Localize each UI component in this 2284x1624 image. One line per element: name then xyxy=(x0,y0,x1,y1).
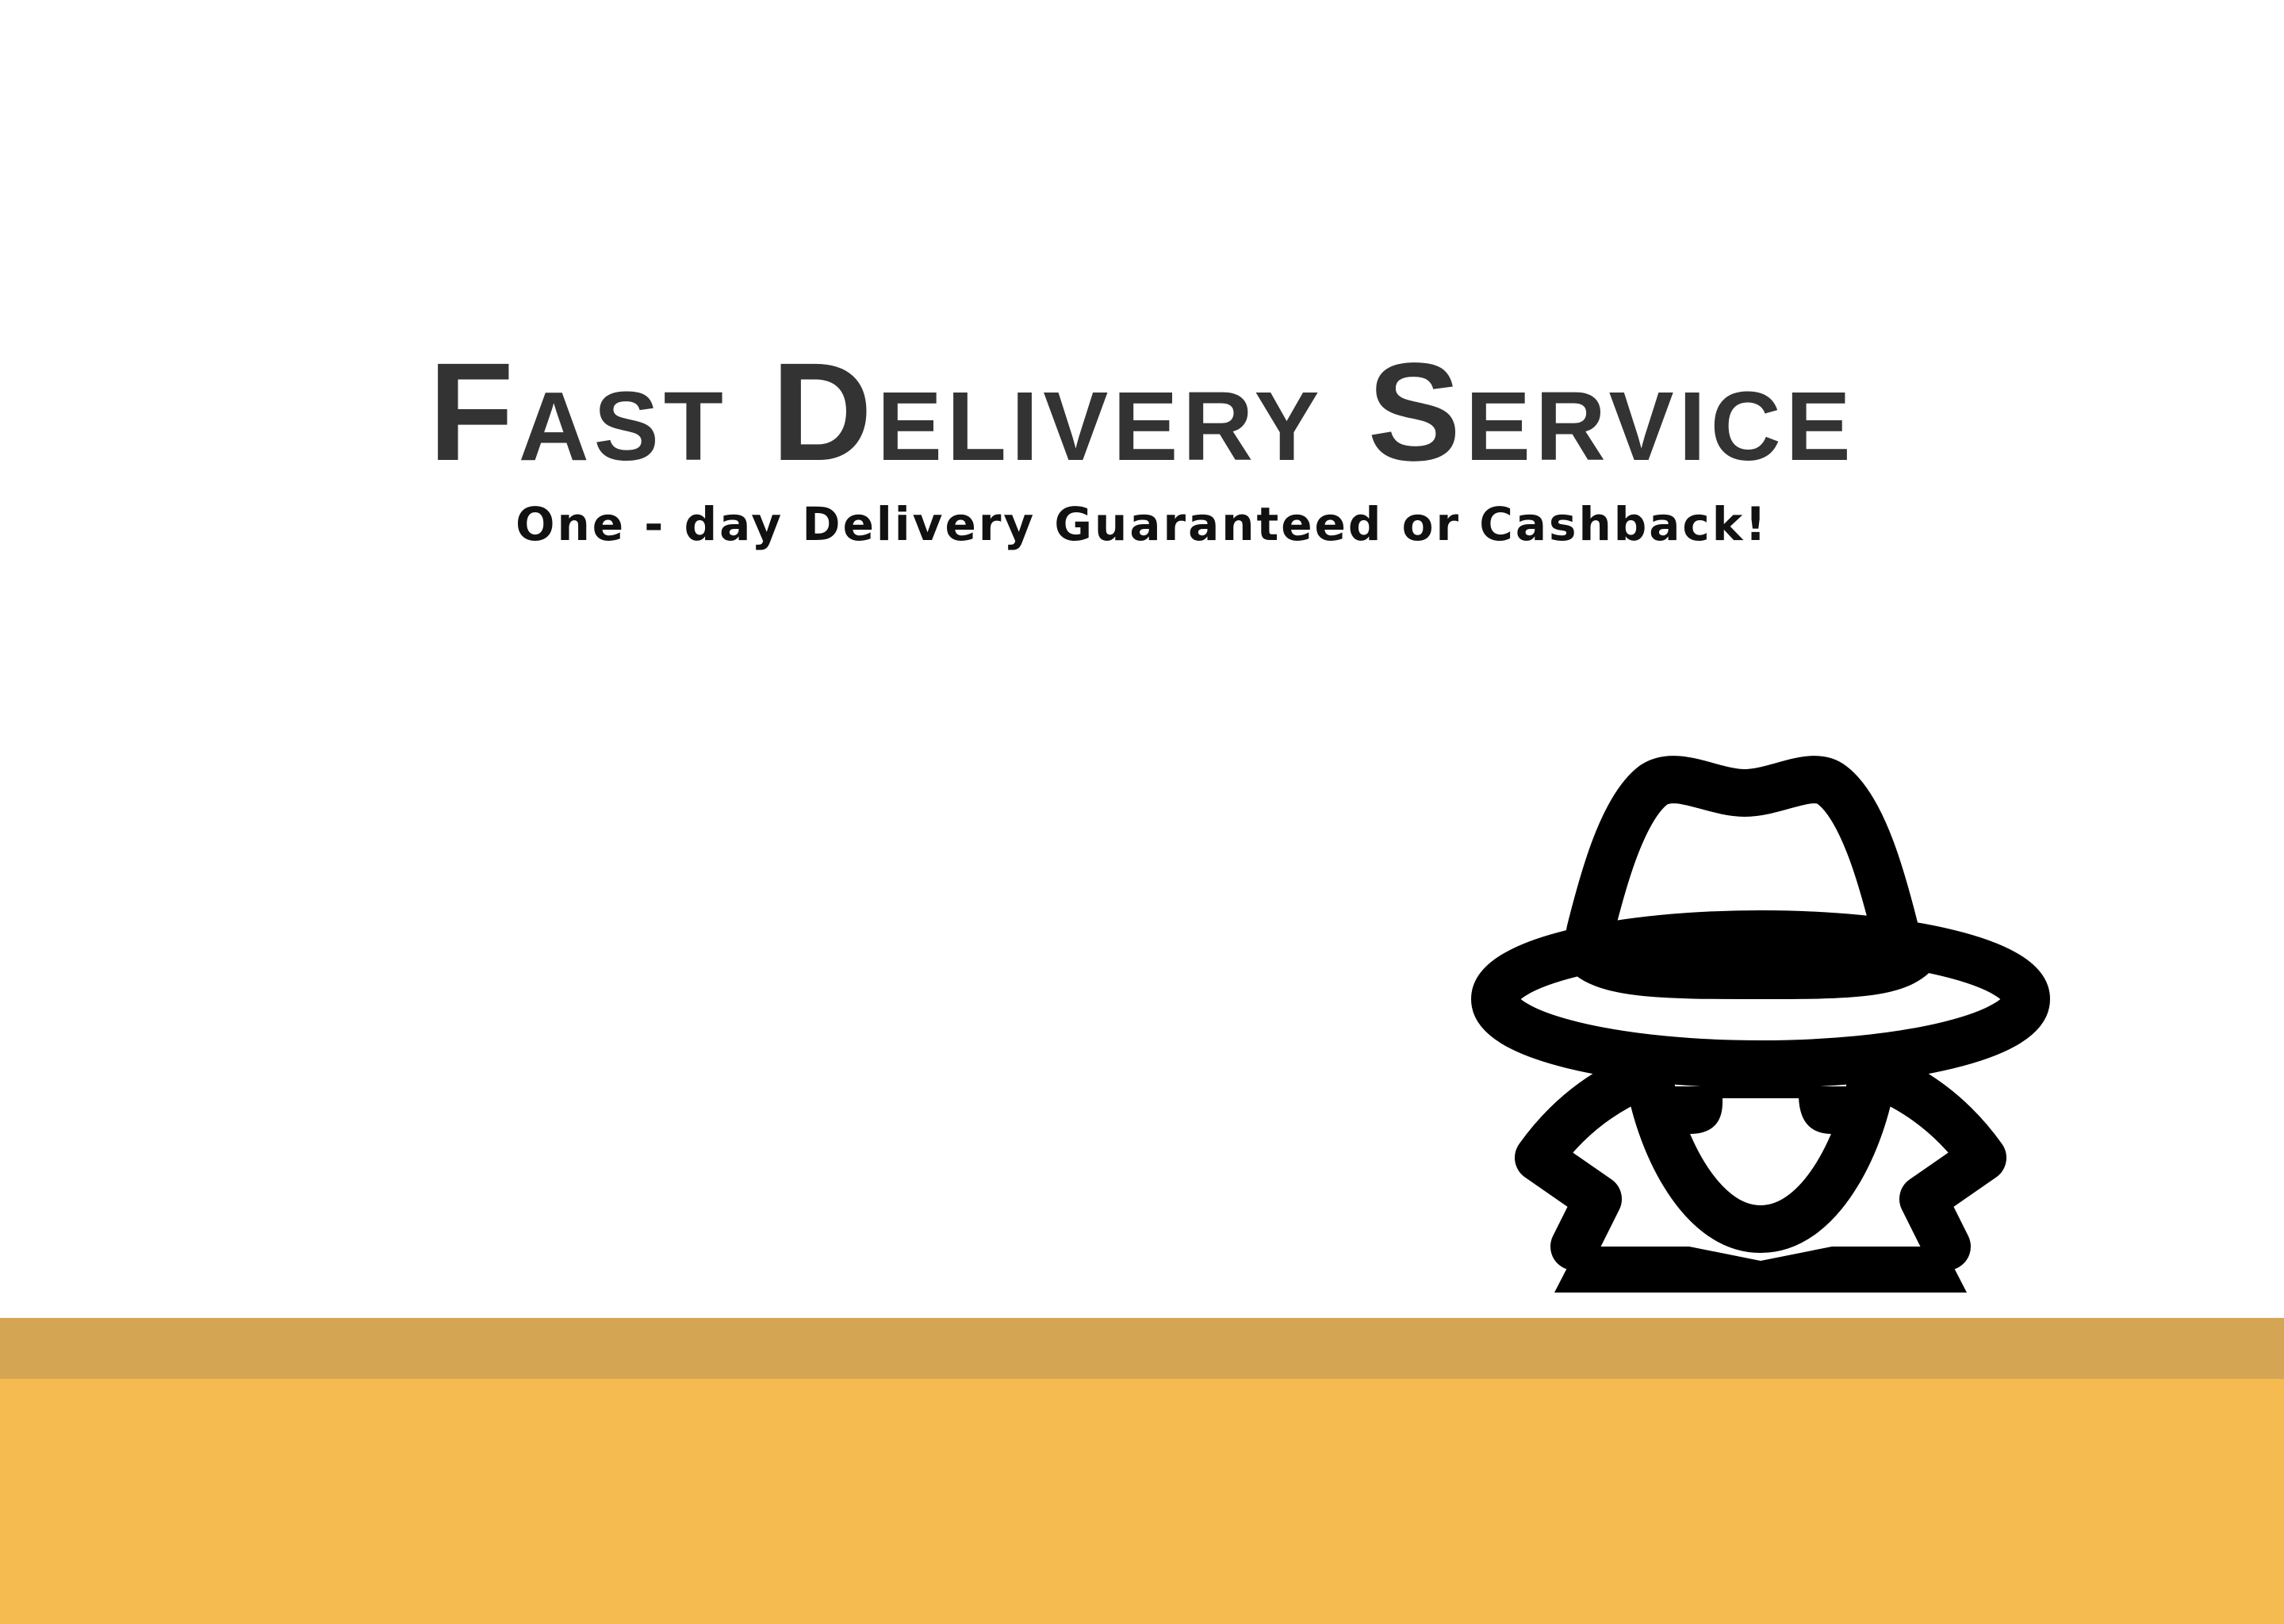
counter-front xyxy=(0,1379,2284,1624)
counter-top-edge xyxy=(0,1318,2284,1379)
page-subtitle: One - day Delivery Guaranteed or Cashbac… xyxy=(515,497,1769,551)
page-title: Fast Delivery Service xyxy=(428,335,1856,490)
spy-agent-icon xyxy=(1459,737,2070,1324)
